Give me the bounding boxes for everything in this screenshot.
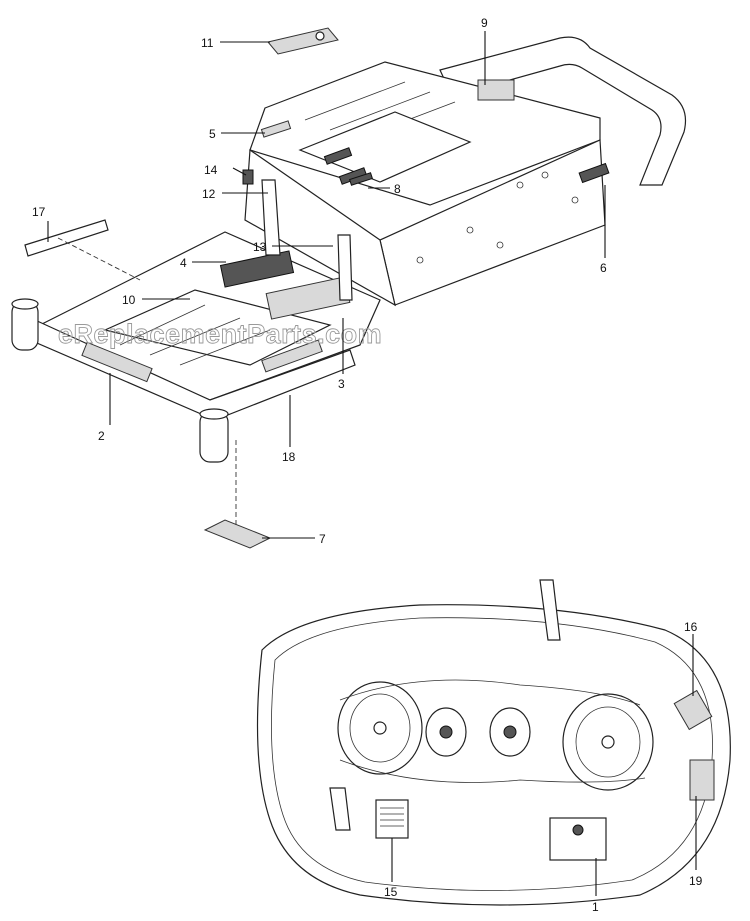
lever-13 [337, 234, 353, 301]
decal-9 [477, 79, 515, 101]
callout-14: 14 [204, 163, 218, 177]
leader-lines [47, 31, 697, 896]
left-pulley [337, 681, 423, 775]
right-pulley [562, 693, 654, 791]
callout-8: 8 [394, 182, 401, 196]
decal-8 [348, 172, 374, 186]
deck-bracket [539, 579, 561, 641]
callout-5: 5 [209, 127, 216, 141]
callout-6: 6 [600, 261, 607, 275]
callout-18: 18 [282, 450, 296, 464]
decal-14 [242, 169, 254, 185]
decal-6 [578, 162, 610, 184]
callout-17: 17 [32, 205, 46, 219]
callout-16: 16 [684, 620, 698, 634]
idler-pulley-left [425, 707, 467, 757]
front-frame-wall [244, 148, 396, 307]
callout-10: 10 [122, 293, 136, 307]
decal-11 [267, 27, 339, 55]
callout-9: 9 [481, 16, 488, 30]
deck-outer-shell [256, 604, 731, 906]
callout-13: 13 [253, 240, 267, 254]
mower-deck-assembly [256, 579, 731, 906]
decal-15 [375, 799, 409, 839]
decal-7 [203, 519, 272, 549]
caster-wheel-right [199, 408, 229, 463]
lever-12 [261, 179, 281, 256]
callout-15: 15 [384, 885, 398, 899]
caster-wheel-left [11, 298, 39, 351]
decal-4 [219, 250, 295, 288]
decal-19 [689, 759, 715, 801]
callout-4: 4 [180, 256, 187, 270]
watermark: eReplacementParts.com [58, 319, 382, 349]
roll-bar [439, 36, 687, 186]
idler-pulley-right [489, 707, 531, 757]
decal-17 [24, 219, 109, 257]
callout-labels: 11 9 5 14 12 8 17 13 4 6 10 3 2 18 7 16 … [32, 16, 703, 914]
decal-16 [673, 689, 713, 731]
callout-3: 3 [338, 377, 345, 391]
decal-2 [81, 341, 153, 383]
callout-12: 12 [202, 187, 216, 201]
frame-assembly [11, 27, 687, 549]
callout-19: 19 [689, 874, 703, 888]
callout-11: 11 [201, 36, 214, 50]
deck-hanger-left [329, 787, 351, 831]
decal-1 [549, 817, 607, 861]
callout-2: 2 [98, 429, 105, 443]
callout-7: 7 [319, 532, 326, 546]
callout-1: 1 [592, 900, 599, 914]
decal-18 [261, 339, 323, 373]
